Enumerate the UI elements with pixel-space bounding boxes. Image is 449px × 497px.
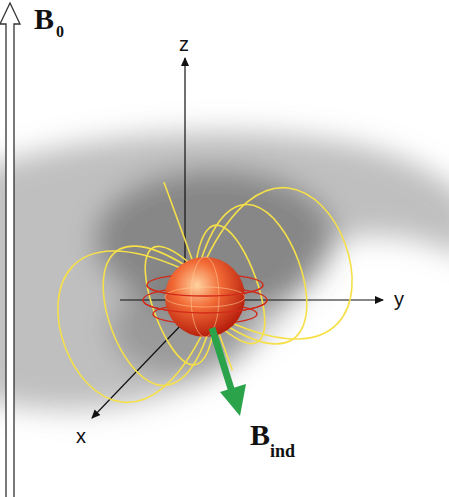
sphere-grid — [165, 257, 245, 337]
field-symbol: B — [250, 420, 270, 450]
b0-field-arrow — [0, 3, 20, 497]
coordinate-axes — [92, 58, 383, 418]
field-subscript: ind — [270, 442, 295, 460]
axis-label: y — [394, 289, 404, 309]
axis-label: x — [76, 426, 86, 446]
induced-field-arrow — [212, 328, 246, 416]
field-lines — [24, 131, 373, 421]
axis-label: z — [179, 34, 189, 54]
gray-cloud — [0, 132, 449, 410]
field-subscript: 0 — [56, 24, 64, 40]
current-loops-front — [143, 285, 267, 313]
nucleus-sphere — [165, 257, 245, 337]
field-symbol: B — [34, 4, 54, 34]
